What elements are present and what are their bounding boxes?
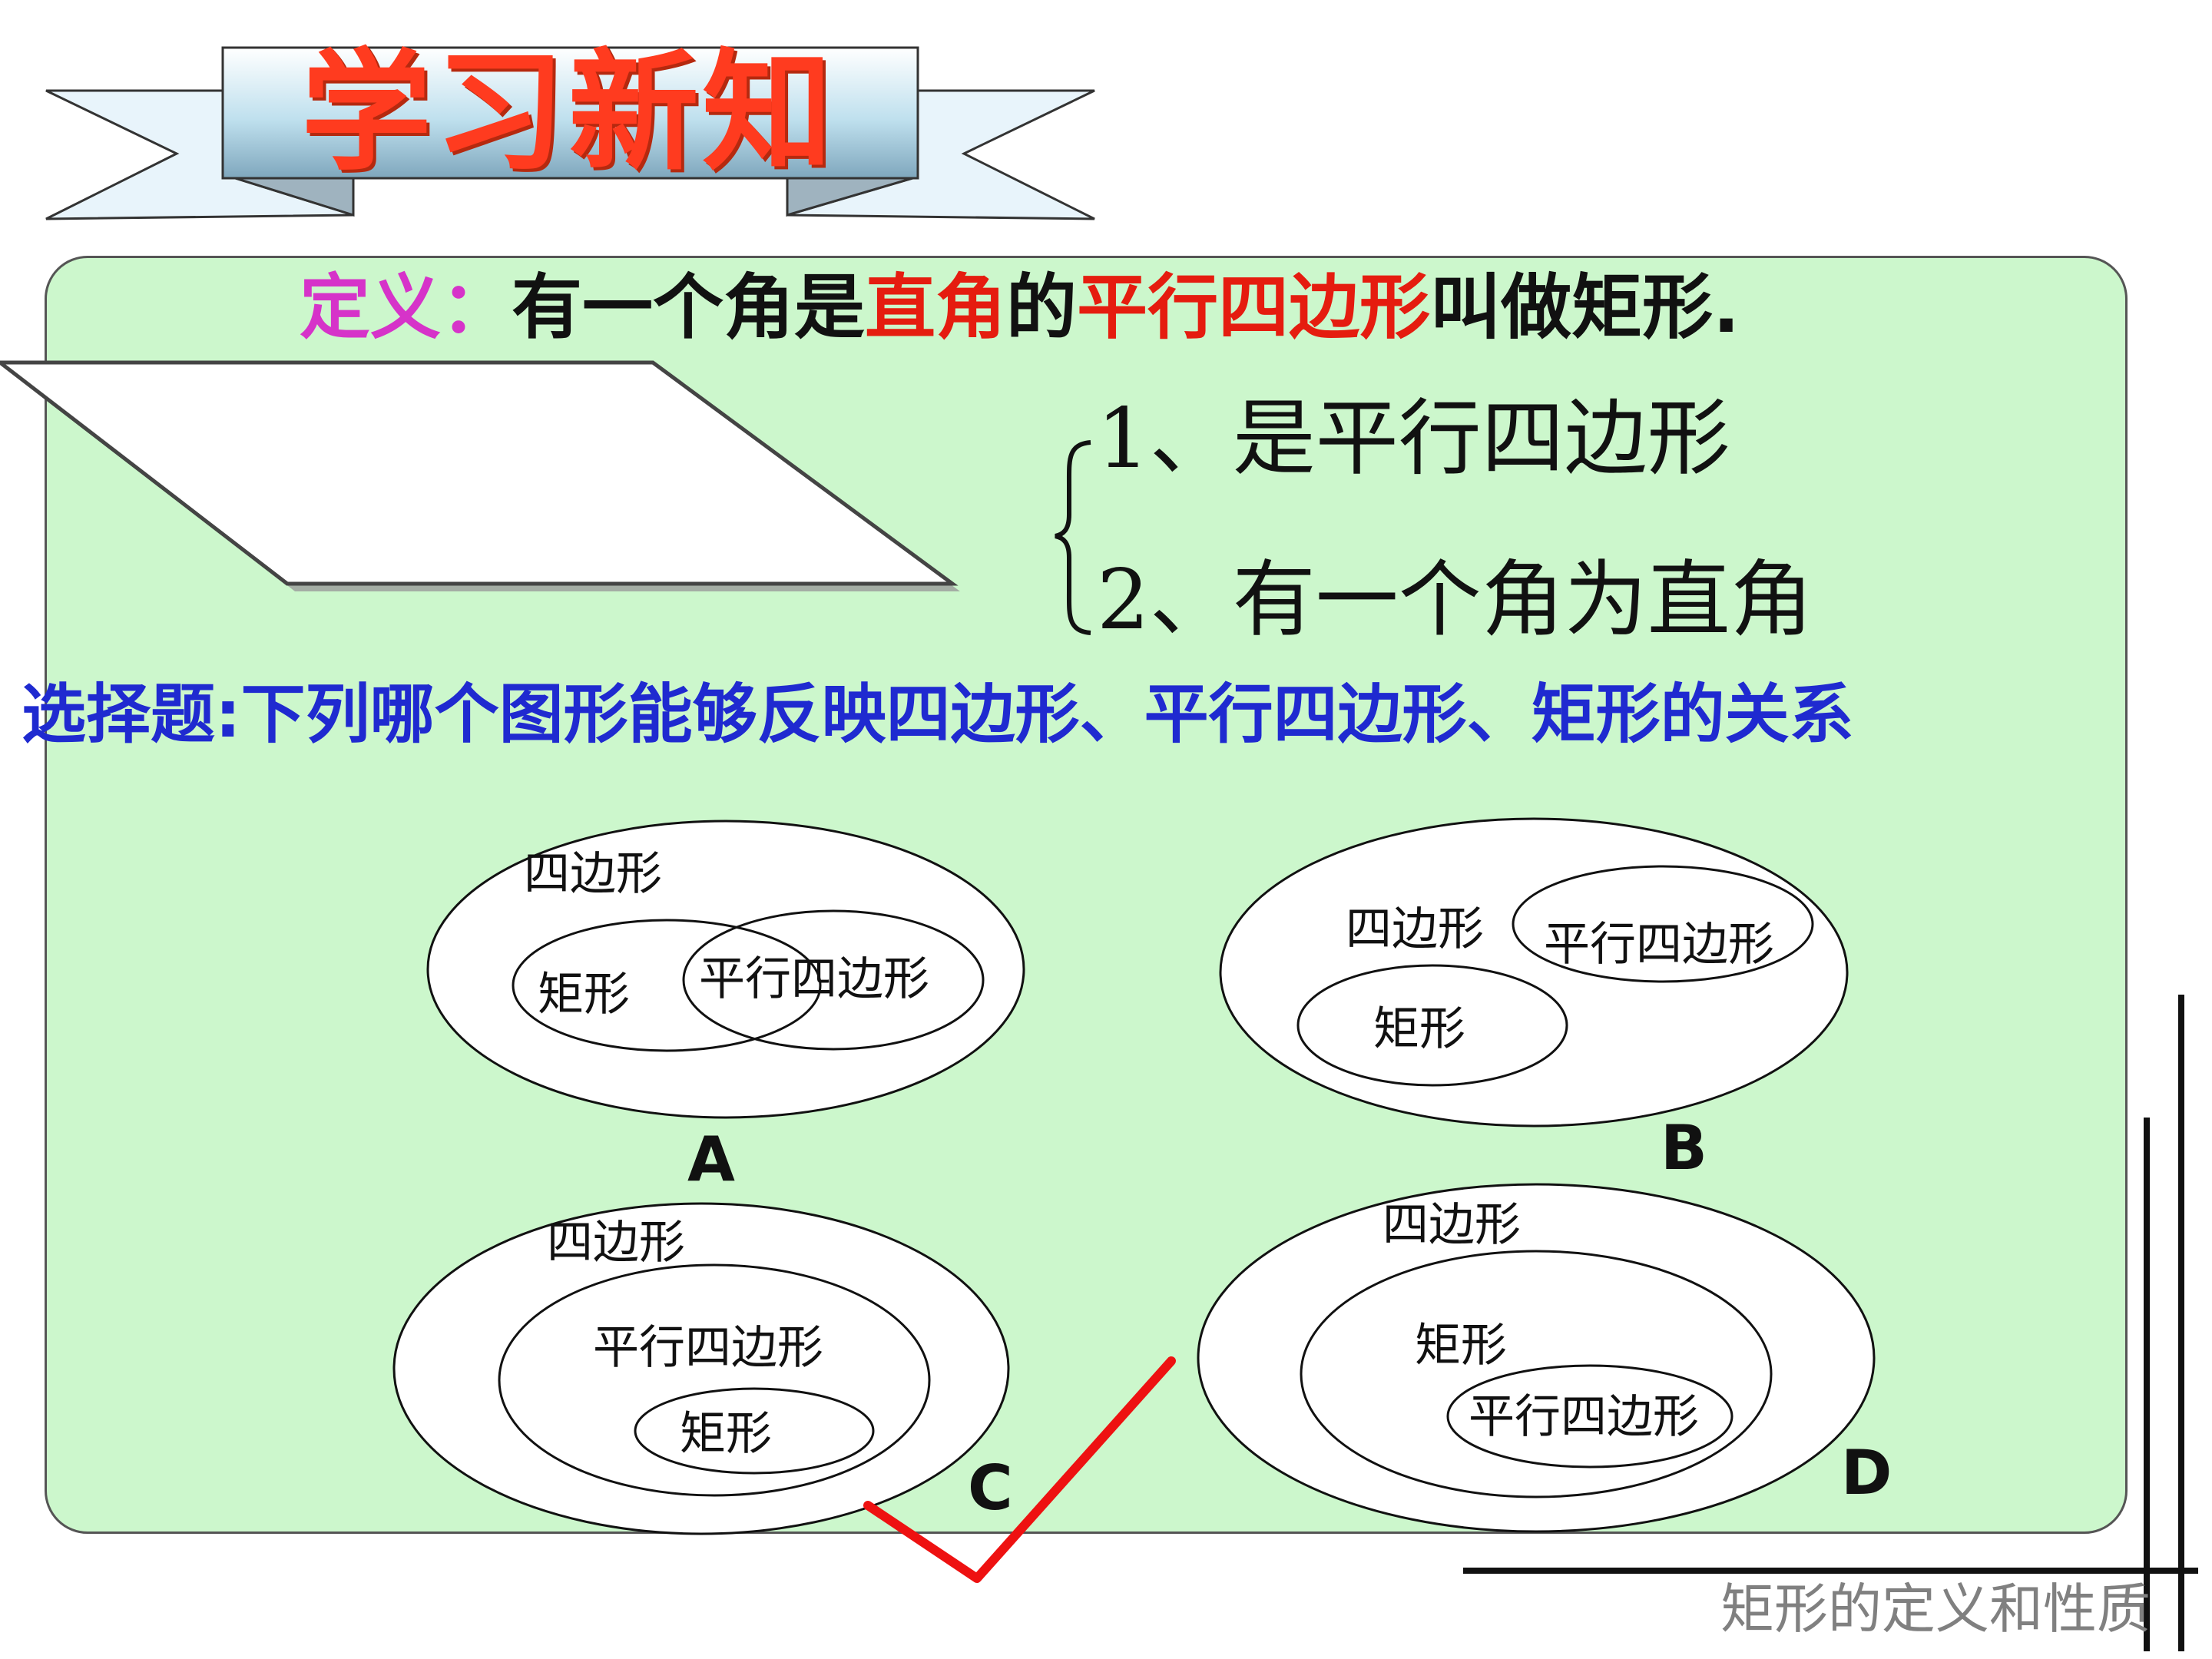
decorative-lines — [1463, 995, 2198, 1651]
option-d-rect-label: 矩形 — [1415, 1319, 1507, 1373]
curly-brace — [1055, 440, 1091, 635]
option-b-rect-label: 矩形 — [1373, 1002, 1465, 1056]
option-b-outer-label: 四边形 — [1346, 902, 1484, 956]
option-b-parallelogram-label: 平行四边形 — [1544, 918, 1774, 972]
venn-option-d — [1197, 1183, 1876, 1533]
option-c-rect-label: 矩形 — [680, 1407, 772, 1461]
definition-prefix: 定义： — [300, 267, 512, 349]
definition-part1: 有一个角是 — [512, 267, 866, 349]
answer-checkmark — [863, 1356, 1176, 1583]
option-c-letter[interactable]: C — [968, 1452, 1013, 1524]
banner-title: 学习新知 — [300, 37, 836, 189]
option-a-outer-label: 四边形 — [524, 847, 662, 901]
condition-1: 1、是平行四边形 — [1097, 391, 1730, 487]
definition-right-angle: 直角 — [865, 267, 1007, 349]
venn-option-c — [392, 1202, 1010, 1535]
option-d-outer-label: 四边形 — [1382, 1198, 1521, 1252]
option-c-outer-label: 四边形 — [547, 1216, 685, 1270]
definition-parallelogram: 平行四边形 — [1077, 267, 1431, 349]
option-d-letter[interactable]: D — [1841, 1437, 1892, 1508]
definition-part3: 的 — [1006, 267, 1078, 349]
question-text: 选择题:下列哪个图形能够反映四边形、平行四边形、矩形的关系 — [22, 677, 1854, 752]
definition-text: 定义：有一个角是直角的平行四边形叫做矩形. — [300, 269, 1912, 346]
footer-title: 矩形的定义和性质 — [1720, 1578, 2151, 1641]
venn-option-b — [1219, 817, 1849, 1128]
title-ribbon — [45, 46, 1095, 220]
option-a-rect-label: 矩形 — [538, 968, 630, 1022]
condition-2: 2、有一个角为直角 — [1097, 552, 1813, 648]
definition-part5: 叫做矩形. — [1430, 267, 1740, 349]
option-c-parallelogram-label: 平行四边形 — [593, 1321, 823, 1375]
option-a-letter[interactable]: A — [687, 1124, 735, 1195]
option-a-parallelogram-label: 平行四边形 — [699, 952, 929, 1006]
venn-option-a — [426, 820, 1025, 1119]
option-b-letter[interactable]: B — [1661, 1112, 1707, 1184]
parallelogram-figure — [0, 360, 960, 591]
option-d-parallelogram-label: 平行四边形 — [1469, 1390, 1699, 1444]
